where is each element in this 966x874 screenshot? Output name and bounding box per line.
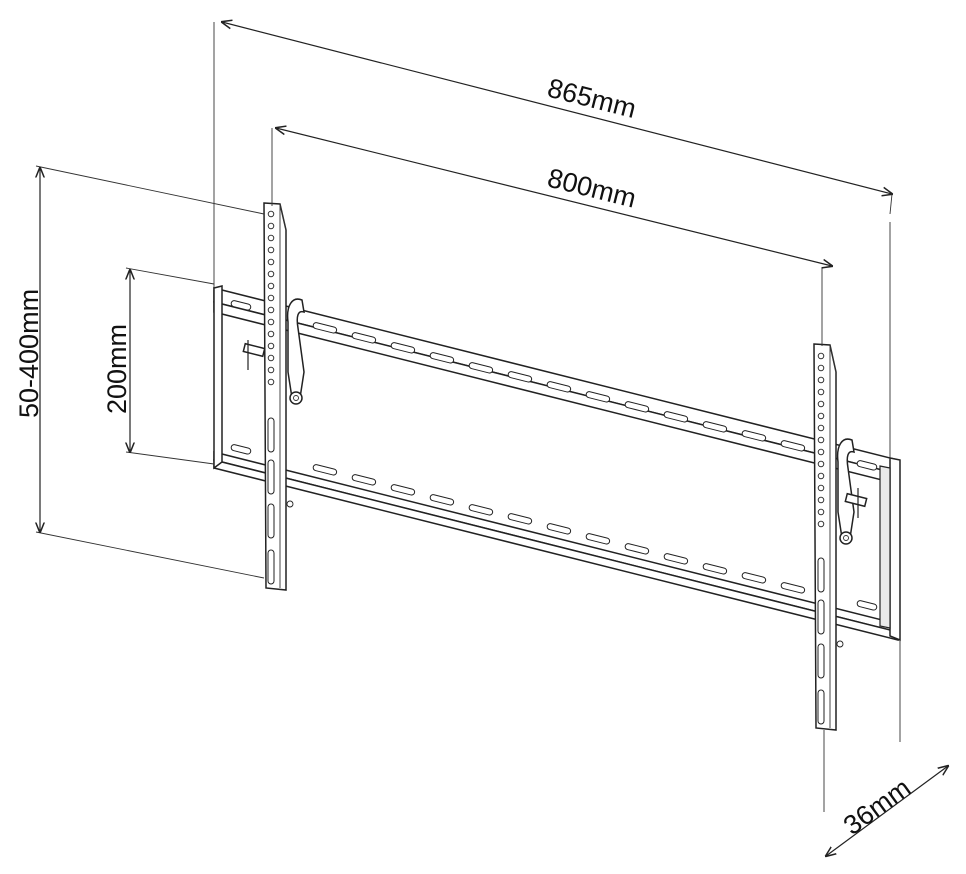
left-side-bracket: [213, 285, 223, 470]
dimension-arm-spacing: 800mm: [271, 128, 832, 346]
right-side-bracket-face: [879, 465, 891, 629]
left-arm-slots: [267, 417, 275, 585]
right-locking-pin: [844, 488, 868, 518]
right-arm-holes: [817, 352, 825, 528]
right-mounting-arm: [813, 343, 868, 731]
left-locking-pin: [242, 340, 266, 370]
wall-plate: [213, 285, 901, 642]
right-side-bracket: [889, 457, 901, 642]
lower-rail: [213, 451, 899, 633]
right-tilt-knob: [839, 531, 853, 545]
lower-rail-flange: [213, 459, 899, 641]
left-arm-holes: [267, 210, 275, 386]
vertical-range-label: 50-400mm: [14, 289, 44, 418]
dimension-depth: 36mm: [824, 640, 948, 856]
dimension-rail-spacing: 200mm: [102, 267, 215, 465]
left-mounting-arm: [242, 202, 305, 591]
left-tilt-hook: [286, 298, 305, 399]
right-arm-slots: [817, 557, 825, 725]
left-tilt-knob: [289, 391, 303, 405]
upper-rail-slots: [230, 300, 878, 471]
dimension-vertical-range: 50-400mm: [14, 165, 265, 579]
lower-rail-slots: [230, 444, 878, 611]
depth-label: 36mm: [838, 772, 916, 840]
rail-spacing-label: 200mm: [102, 324, 132, 414]
